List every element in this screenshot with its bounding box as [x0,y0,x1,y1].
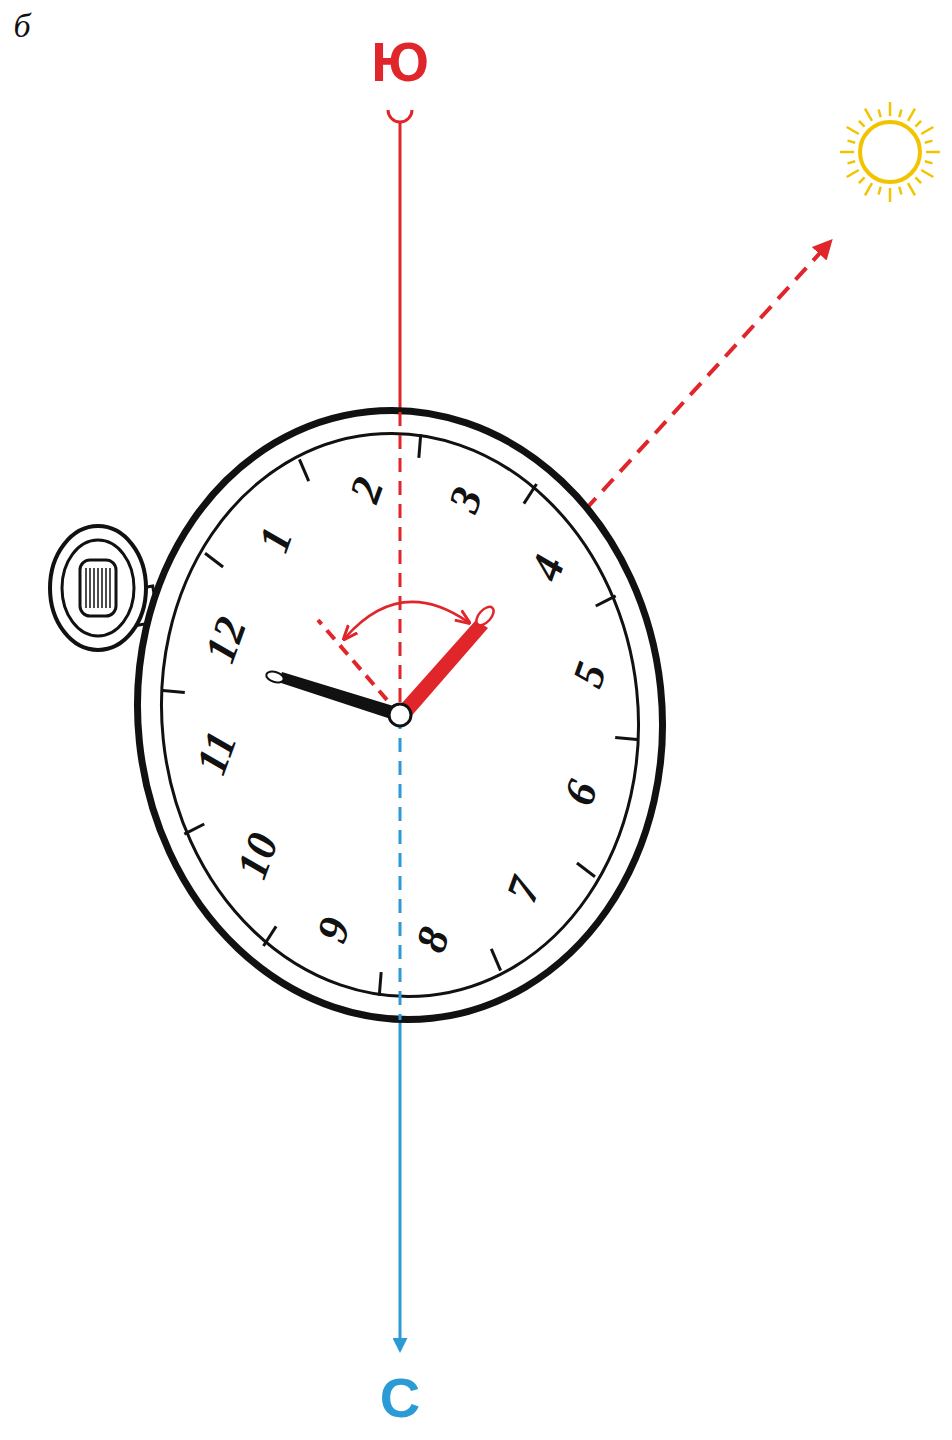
dial-numeral: 7 [499,872,548,908]
dial-tick [577,863,595,877]
dial-numeral: 9 [310,912,359,948]
dial-numeral: 4 [523,550,572,586]
hand-pivot [389,704,411,726]
dial-numeral: 8 [409,922,458,958]
dial-tick [299,459,308,481]
dial-tick [596,596,616,606]
north-arrow [399,1020,402,1350]
minute-hand [278,672,400,722]
dial-numeral: 11 [189,726,245,780]
south-mark [388,110,412,122]
dial-numeral: 10 [230,828,286,884]
south-line [399,122,402,412]
south-label: Ю [371,34,429,90]
north-dashed [399,715,402,1020]
dial-tick [491,949,500,971]
dial-numeral: 6 [557,775,606,811]
dial-tick [524,484,537,504]
figure-letter: б [13,9,30,43]
dial-numeral: 3 [441,482,490,518]
watch-case [108,384,693,1045]
dial-tick [163,690,185,692]
hour-hand [394,620,488,720]
dial-tick [419,434,421,458]
dial-numeral: 12 [197,612,253,668]
dial-tick [615,737,637,739]
dial-numeral: 2 [342,472,391,508]
sun [840,102,940,202]
dial-numeral: 5 [565,657,614,693]
dial-tick [184,824,204,834]
angle-arc [345,602,468,638]
dial-numeral: 1 [252,522,301,558]
south-dashed [399,412,402,715]
north-label: С [380,1370,420,1426]
sun-direction [585,242,830,510]
dial-tick [379,972,381,996]
dial-tick [205,553,223,567]
dial-tick [263,926,276,946]
